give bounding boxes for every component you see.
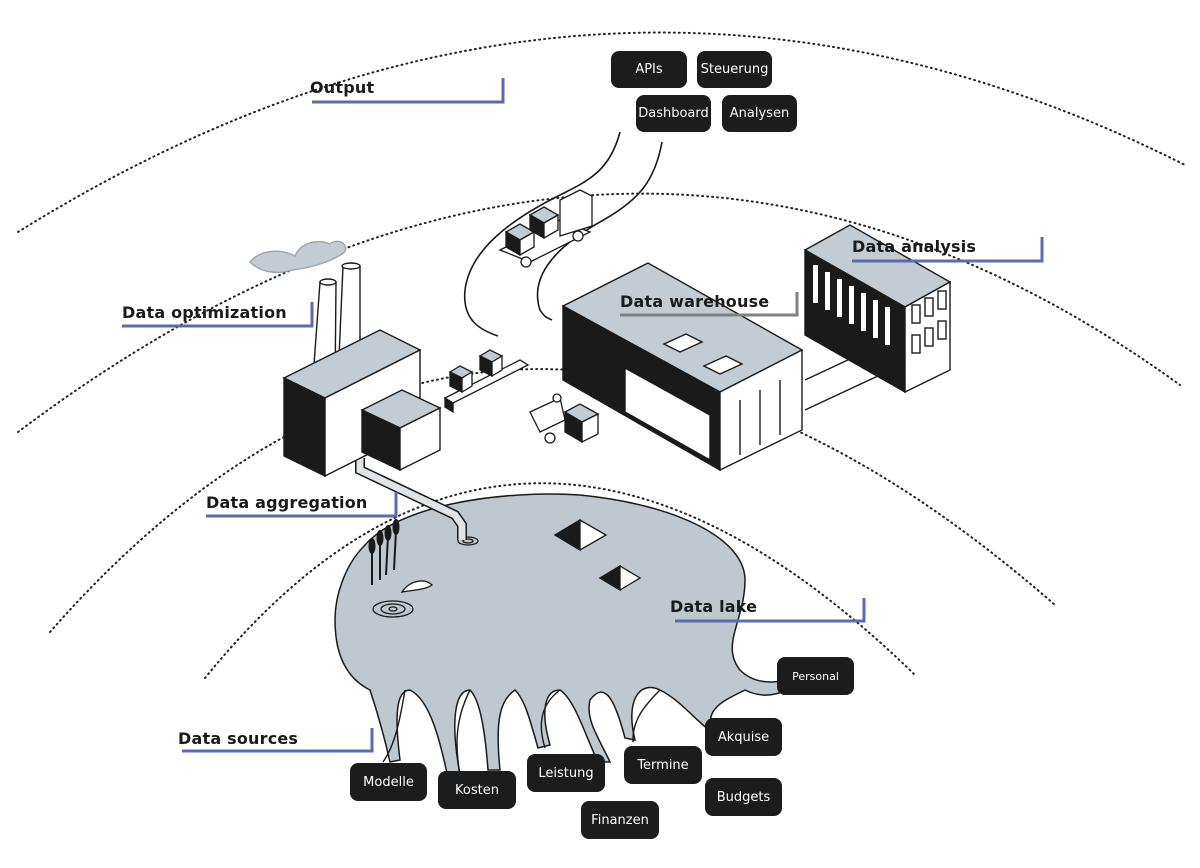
output-pill-analysen: Analysen xyxy=(722,95,797,132)
lake-body xyxy=(334,493,802,779)
label-data-optimization: Data optimization xyxy=(122,303,287,322)
analysis-building xyxy=(803,224,952,394)
ring-outer xyxy=(17,31,1186,233)
forklift xyxy=(529,393,600,444)
source-pill-leistung: Leistung xyxy=(527,754,605,792)
source-pill-modelle: Modelle xyxy=(350,763,427,801)
source-pill-personal: Personal xyxy=(777,657,854,695)
bracket-optimization xyxy=(122,302,314,328)
data-lake xyxy=(334,493,802,779)
source-pill-budgets: Budgets xyxy=(705,778,782,816)
label-output: Output xyxy=(310,78,375,97)
ripples xyxy=(372,536,479,618)
bracket-analysis xyxy=(852,237,1044,263)
aggregation-pipe xyxy=(355,458,467,540)
bracket-sources xyxy=(182,728,374,753)
fish-icon xyxy=(400,580,434,593)
ring-second xyxy=(17,192,1181,433)
label-data-lake: Data lake xyxy=(670,597,758,616)
truck xyxy=(498,189,593,268)
label-data-warehouse: Data warehouse xyxy=(620,292,770,311)
bracket-aggregation xyxy=(206,492,398,518)
reeds xyxy=(368,519,400,585)
source-pill-finanzen: Finanzen xyxy=(581,801,659,839)
warehouse xyxy=(561,262,804,472)
label-brackets xyxy=(122,78,1044,753)
source-pill-akquise: Akquise xyxy=(705,718,782,756)
source-pill-kosten: Kosten xyxy=(438,771,516,809)
ring-inner xyxy=(204,482,916,679)
label-data-analysis: Data analysis xyxy=(852,237,977,256)
output-pill-dashboard: Dashboard xyxy=(636,95,711,132)
dotted-rings xyxy=(17,31,1186,679)
bracket-warehouse xyxy=(620,292,799,317)
ring-third xyxy=(49,368,1056,633)
bracket-lake xyxy=(675,598,866,623)
lake-cubes xyxy=(553,518,642,592)
bracket-output xyxy=(312,78,505,104)
factory xyxy=(249,240,442,478)
output-pill-steuerung: Steuerung xyxy=(697,51,772,88)
roads xyxy=(463,131,663,337)
conveyor xyxy=(443,349,530,414)
label-data-sources: Data sources xyxy=(178,729,299,748)
source-pill-termine: Termine xyxy=(624,746,702,784)
label-data-aggregation: Data aggregation xyxy=(206,493,368,512)
output-pill-apis: APIs xyxy=(611,51,687,88)
